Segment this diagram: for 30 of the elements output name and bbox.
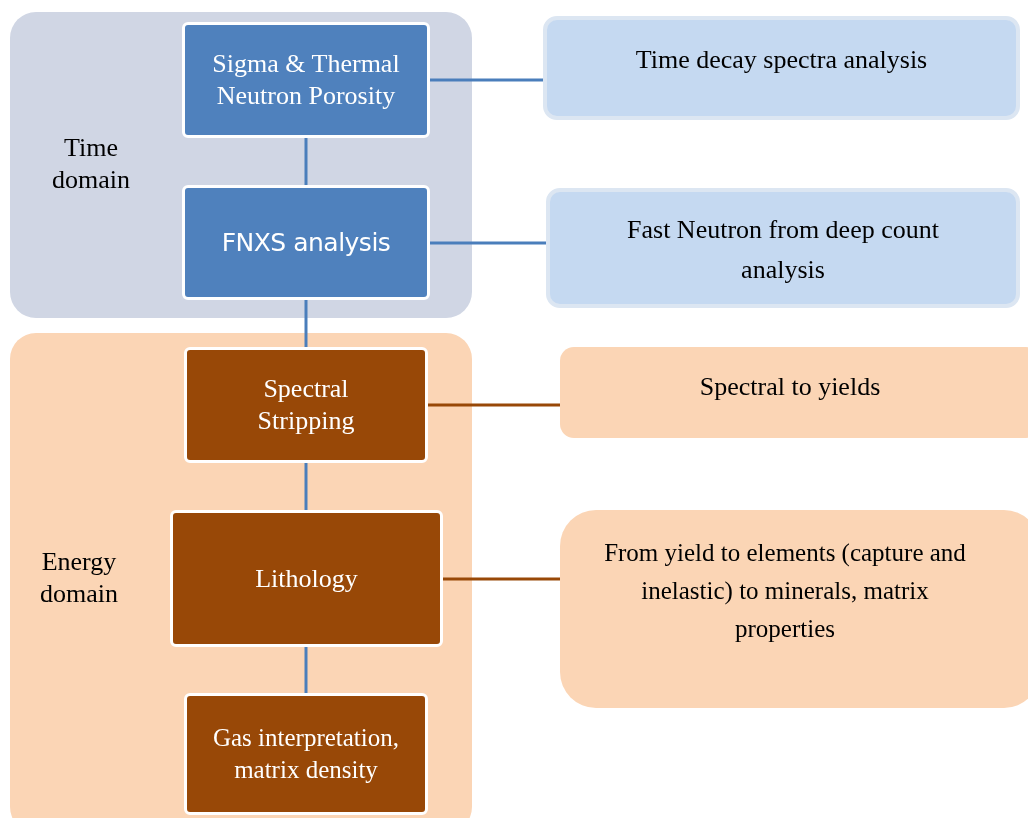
connector-line [304, 647, 308, 693]
description-box [560, 347, 1028, 438]
process-box [184, 347, 428, 463]
node-label: Gas interpretation, matrix density [211, 723, 401, 785]
node-label: FNXS analysis [221, 226, 391, 259]
node-label: Lithology [255, 563, 358, 595]
process-box [182, 185, 430, 300]
description-box [543, 16, 1020, 120]
node-label: Spectral Stripping [256, 373, 356, 437]
process-box [182, 22, 430, 138]
process-box [184, 693, 428, 815]
process-box [170, 510, 443, 647]
node-label: Energy domain [39, 546, 119, 610]
node-label: Time domain [51, 132, 131, 196]
connector-line [304, 138, 308, 185]
connector-line [430, 241, 546, 245]
description-box [560, 510, 1028, 708]
node-label: Fast Neutron from deep count analysis [626, 214, 940, 286]
node-label: Sigma & Thermal Neutron Porosity [211, 48, 401, 112]
connector-line [304, 300, 308, 347]
connector-line [428, 403, 560, 407]
node-label: Spectral to yields [699, 371, 881, 403]
domain-band [10, 12, 472, 318]
domain-band [10, 333, 472, 818]
connector-line [304, 463, 308, 510]
connector-line [430, 78, 543, 82]
description-box [546, 188, 1020, 308]
node-label: Time decay spectra analysis [635, 44, 928, 76]
node-label: From yield to elements (capture and inelastic) to minerals, matrix properties [603, 538, 967, 644]
connector-line [443, 577, 560, 581]
